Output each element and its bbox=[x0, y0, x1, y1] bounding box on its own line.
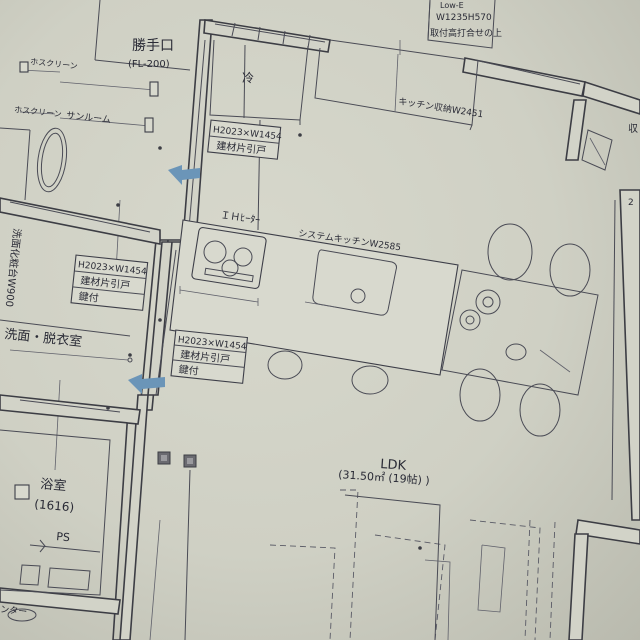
markers bbox=[106, 133, 422, 550]
door3-lock-label: 鍵付 bbox=[178, 363, 199, 378]
door1-tag: H2023×W1454 建材片引戸 bbox=[207, 119, 282, 160]
window-note bbox=[427, 0, 431, 41]
door3-tag: H2023×W1454 建材片引戸 鍵付 bbox=[170, 329, 249, 384]
hosu-screen-label-1: ホスクリーン bbox=[30, 57, 78, 71]
top-wall bbox=[203, 19, 640, 161]
katteguchi-label: 勝手口 bbox=[132, 38, 174, 54]
bathroom-label: 浴室 bbox=[40, 476, 67, 494]
washstand-label: 洗面化粧台W900 bbox=[3, 228, 24, 308]
ps-shafts bbox=[157, 451, 197, 468]
right-door bbox=[581, 129, 640, 521]
right-edge-label-2: 2 bbox=[628, 198, 634, 208]
ldk-area-label: (31.50㎡ (19帖) ) bbox=[338, 468, 430, 487]
washroom-label: 洗面・脱衣室 bbox=[4, 326, 83, 350]
ldk-label: LDK bbox=[380, 457, 407, 474]
ih-dimension bbox=[179, 286, 259, 306]
ldk-lower-lines bbox=[149, 469, 640, 640]
door2-tag: H2023×W1454 建材片引戸 鍵付 bbox=[70, 254, 149, 311]
arrow-icon bbox=[128, 374, 165, 394]
bathroom-code-label: (1616) bbox=[34, 497, 75, 514]
top-left-area bbox=[0, 0, 191, 291]
ih-heater-label: ＩＨﾋｰﾀｰ bbox=[220, 209, 261, 226]
ps-label: PS bbox=[56, 530, 71, 544]
labels: 勝手口 (FL-200) 冷 キッチン収納W2451 Low-E W1235H5… bbox=[0, 1, 638, 618]
hosu-screen-label-2: ホスクリーン bbox=[14, 105, 62, 119]
bathroom-area bbox=[0, 429, 111, 622]
right-edge-label: 収 bbox=[628, 123, 638, 135]
counter-label: ンター bbox=[0, 604, 28, 618]
door2-lock-label: 鍵付 bbox=[78, 290, 99, 305]
entry-arrows bbox=[128, 165, 200, 394]
arrow-icon bbox=[168, 165, 200, 185]
katteguchi-code-label: (FL-200) bbox=[128, 59, 170, 70]
fridge-label: 冷 bbox=[242, 71, 254, 85]
sunroom-label: サンルーム bbox=[66, 110, 112, 126]
window-note-height: 取付高打合せの上 bbox=[430, 27, 502, 39]
washroom-area bbox=[0, 319, 141, 615]
kitchen-storage-label: キッチン収納W2451 bbox=[398, 95, 485, 120]
kitchen-counter bbox=[169, 219, 459, 376]
window-note-lowe: Low-E bbox=[440, 1, 464, 10]
dining-set bbox=[267, 223, 599, 437]
window-note-size: W1235H570 bbox=[436, 13, 492, 23]
